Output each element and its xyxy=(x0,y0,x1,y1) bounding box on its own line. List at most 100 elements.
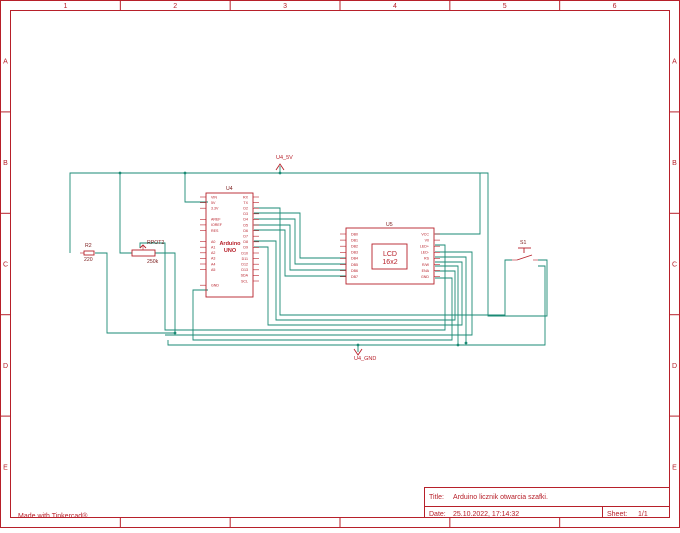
pin-label: IOREF xyxy=(211,223,223,227)
wire-pot-gnd xyxy=(155,252,176,333)
title-label: Title: xyxy=(429,494,444,501)
resistor-r2-ref: R2 xyxy=(85,243,92,249)
pin-label: D3 xyxy=(243,212,248,216)
pin-label: A3 xyxy=(211,257,215,261)
wire-lcd-rs xyxy=(254,246,463,326)
pin-label: RX xyxy=(243,195,249,199)
potentiometer-value: 250k xyxy=(147,259,159,265)
date-label: Date: xyxy=(429,511,446,518)
row-marker-left: B xyxy=(3,160,8,167)
pin-label: D13 xyxy=(241,268,248,272)
net-5v: U4_5V xyxy=(275,155,293,171)
wire-gnd-bus xyxy=(167,265,546,346)
pin-label: D6 xyxy=(243,229,248,233)
pin-label: D10 xyxy=(241,251,248,255)
sheet-value: 1/1 xyxy=(638,511,648,518)
column-marker-top: 4 xyxy=(393,3,397,10)
pin-label: DB6 xyxy=(351,269,358,273)
wire-db5 xyxy=(254,218,346,265)
pin-label: D5 xyxy=(243,223,248,227)
pin-label: GND xyxy=(211,284,219,288)
pin-label: 5V xyxy=(211,201,216,205)
row-marker-left: C xyxy=(3,262,8,269)
pin-label: A5 xyxy=(211,268,215,272)
title-value: Arduino licznik otwarcia szafki. xyxy=(453,494,548,501)
wires xyxy=(69,166,548,352)
pin-label: A1 xyxy=(211,246,215,250)
pin-label: DB4 xyxy=(351,257,358,261)
pin-label: D12 xyxy=(241,263,248,267)
pin-label: RES xyxy=(211,229,219,233)
pin-label: RS xyxy=(424,257,430,261)
pin-label: LED+ xyxy=(420,245,429,249)
pin-label: TX xyxy=(243,201,248,205)
lcd-ref: U5 xyxy=(386,222,393,228)
wire-pot-v0 xyxy=(139,242,446,331)
potentiometer-ref: RPOT2 xyxy=(147,240,164,246)
row-marker-right: D xyxy=(672,363,677,370)
row-marker-right: B xyxy=(672,160,677,167)
column-marker-top: 5 xyxy=(503,3,507,10)
wire-lcd-ena xyxy=(254,240,456,321)
column-marker-top: 1 xyxy=(63,3,67,10)
wire-lcd-led-plus xyxy=(165,251,473,336)
net-label-5v: U4_5V xyxy=(276,155,293,161)
pin-label: R/W xyxy=(422,263,430,267)
pin-label: D11 xyxy=(242,257,248,261)
column-marker-top: 3 xyxy=(283,3,287,10)
pushbutton-ref: S1 xyxy=(520,240,526,246)
pin-label: D2 xyxy=(243,207,248,211)
net-label-gnd: U4_GND xyxy=(354,356,376,362)
wire-r2-gnd xyxy=(95,252,175,334)
lcd-name-line2: 16x2 xyxy=(382,259,397,266)
wire-db6 xyxy=(254,224,346,271)
pin-label: DB7 xyxy=(351,275,358,279)
wire-5v-pot xyxy=(119,173,132,254)
pin-label: D4 xyxy=(243,218,248,222)
pin-label: D8 xyxy=(243,240,248,244)
row-marker-right: E xyxy=(672,464,677,471)
resistor-r2[interactable]: R2 220 xyxy=(80,243,95,263)
pin-label: D7 xyxy=(243,235,248,239)
arduino-uno[interactable]: U4 Arduino UNO VIN5V3.3VAREFIOREFRESA0A1… xyxy=(200,186,259,298)
pin-label: DB5 xyxy=(351,263,358,267)
pin-label: VIN xyxy=(211,195,217,199)
wire-5v-arduino xyxy=(184,173,208,203)
pin-label: DB2 xyxy=(351,245,358,249)
arduino-ref: U4 xyxy=(226,186,233,192)
pushbutton-s1[interactable]: S1 xyxy=(512,240,538,261)
pin-label: LED- xyxy=(421,251,430,255)
row-marker-right: C xyxy=(672,262,677,269)
net-gnd: U4_GND xyxy=(353,348,376,362)
resistor-r2-value: 220 xyxy=(84,257,93,263)
column-marker-top: 2 xyxy=(173,3,177,10)
pin-label: A2 xyxy=(211,251,215,255)
arduino-name-line2: UNO xyxy=(224,248,237,254)
pin-label: DB1 xyxy=(351,238,358,242)
sheet-label: Sheet: xyxy=(607,511,627,518)
pin-label: A0 xyxy=(211,240,215,244)
pin-label: V0 xyxy=(425,238,429,242)
wire-arduino-gnd xyxy=(192,277,453,341)
wire-lcd-rw xyxy=(435,265,459,345)
date-value: 25.10.2022, 17:14:32 xyxy=(453,511,519,518)
row-marker-left: A xyxy=(3,59,8,66)
arduino-name-line1: Arduino xyxy=(219,241,241,247)
pin-label: GND xyxy=(421,275,429,279)
wire-5v-top xyxy=(69,172,548,317)
pin-label: D9 xyxy=(243,246,248,250)
potentiometer-rpot2[interactable]: RPOT2 250k xyxy=(131,240,164,265)
pin-label: SDA xyxy=(241,274,249,278)
pin-label: AREF xyxy=(211,218,221,222)
made-with-tinkercad: Made with Tinkercad® xyxy=(18,512,88,520)
title-block: Title: Arduino licznik otwarcia szafki. … xyxy=(424,487,670,518)
row-marker-left: D xyxy=(3,363,8,370)
